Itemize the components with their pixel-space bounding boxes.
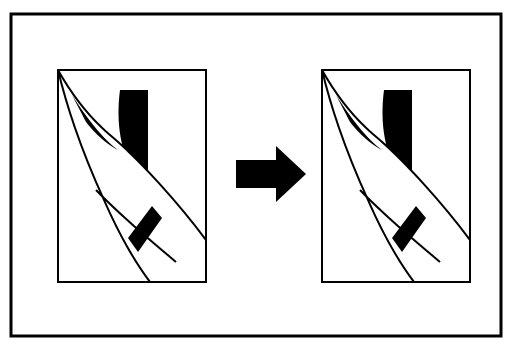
left-page-icon (58, 70, 206, 282)
right-page-icon (322, 70, 470, 282)
